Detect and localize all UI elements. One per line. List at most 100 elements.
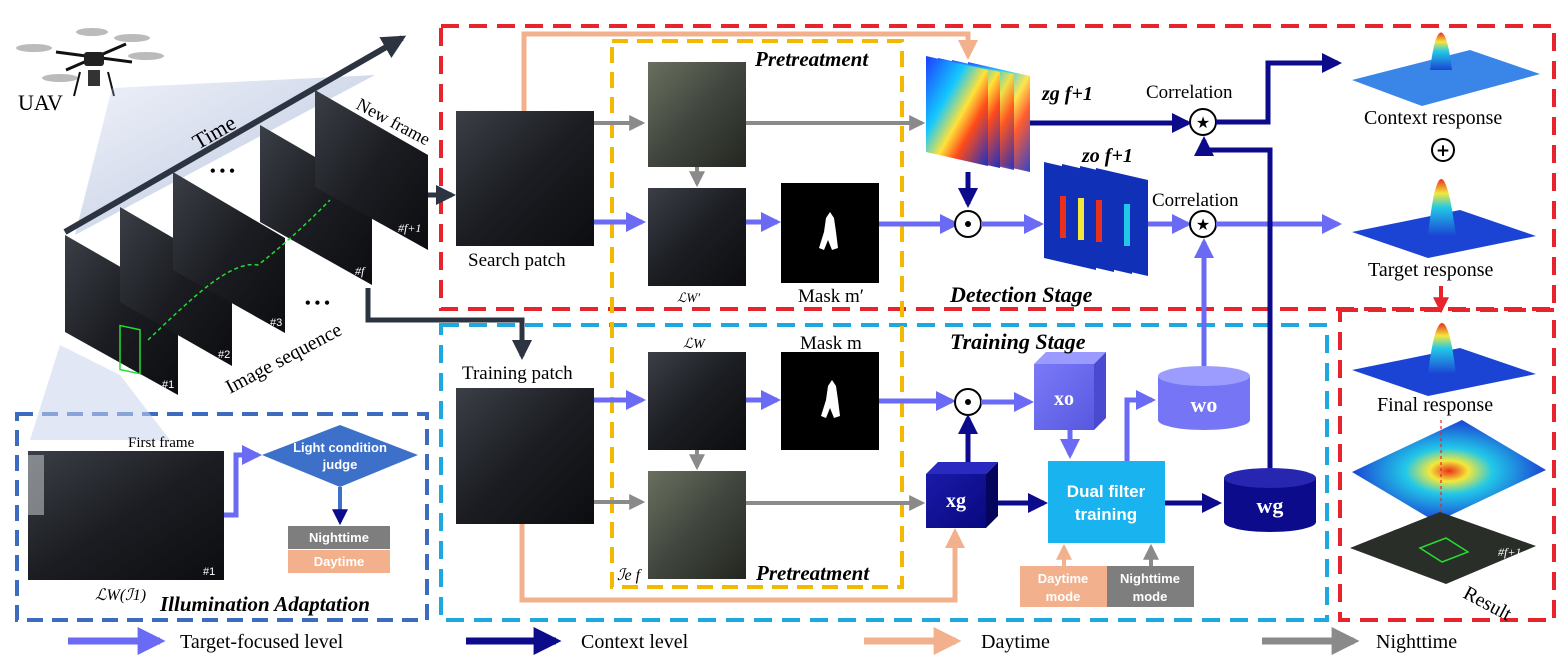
dual-filter-training-box [1048, 461, 1165, 543]
final-response-label: Final response [1377, 394, 1493, 416]
mask-label: Mask m [800, 333, 862, 354]
ellipsis-bottom: • • • [305, 295, 330, 312]
illumination-border [15, 412, 429, 622]
daytime-badge [288, 550, 390, 573]
frame-f1 [315, 90, 428, 250]
ie-image [648, 471, 746, 579]
daytime-mode-line2: mode [1046, 589, 1081, 604]
mask-silhouette [821, 380, 840, 418]
detection-stage-title: Detection Stage [949, 282, 1093, 307]
lw-prime-image [648, 188, 746, 286]
time-arrow [63, 35, 407, 235]
context-response-label: Context response [1364, 107, 1502, 129]
daytime-mode-line1: Daytime [1038, 571, 1089, 586]
wo-label: wo [1191, 392, 1218, 417]
legend-nighttime-label: Nighttime [1376, 631, 1457, 653]
training-stage-border [439, 323, 1329, 622]
mask-prime-silhouette [819, 212, 838, 250]
wo-cylinder [1158, 366, 1250, 430]
frame-f-to-training [365, 288, 532, 360]
wg-to-corr [1194, 136, 1273, 468]
judge-line2: judge [322, 457, 358, 472]
result-frame [1350, 512, 1536, 584]
frame-1 [65, 235, 178, 395]
xg-label: xg [946, 490, 966, 512]
nighttime-mode-box [1107, 566, 1194, 607]
corr-op-top-star: ★ [1196, 113, 1210, 132]
plus-op [1431, 138, 1455, 162]
training-day-path [519, 524, 965, 603]
zg-feature-stack [926, 56, 1030, 172]
zg-label: zg f+1 [1041, 83, 1093, 105]
frame-tag-f: #f [355, 264, 366, 278]
frame-tag-1: #1 [162, 379, 174, 391]
view-cone [75, 75, 375, 235]
ie-label: ℐe f [617, 567, 643, 584]
training-patch-label: Training patch [462, 363, 573, 384]
training-patch-image [456, 388, 594, 524]
nighttime-badge-label: Nighttime [309, 530, 369, 545]
training-stage-title: Training Stage [950, 329, 1086, 354]
first-frame-light [28, 455, 44, 515]
lw-prime-label: ℒW′ [677, 290, 700, 305]
search-day-path [521, 31, 978, 111]
mask-prime-label: Mask m′ [798, 286, 864, 307]
target-response-plot [1352, 179, 1536, 258]
correlation-top-label: Correlation [1146, 82, 1233, 103]
target-response-label: Target response [1368, 259, 1494, 281]
corr-op-bottom-star: ★ [1196, 215, 1210, 234]
frame-f [260, 125, 372, 285]
corr-top-to-context [1216, 53, 1342, 125]
legend-context-label: Context level [581, 631, 689, 653]
search-patch-image [456, 111, 594, 246]
lw-label: ℒW [683, 337, 706, 352]
dual-to-wo [1124, 390, 1156, 461]
detection-pretreatment-title: Pretreatment [754, 47, 869, 71]
zo-feature-stack [1044, 162, 1148, 276]
frame-tag-3: #3 [270, 317, 282, 329]
legend-target-label: Target-focused level [180, 631, 344, 653]
dual-filter-line1: Dual filter [1067, 482, 1146, 501]
zo-label: zo f+1 [1081, 145, 1133, 167]
illumination-formula: ℒW(ℐ1) [95, 587, 146, 604]
final-response-plot [1352, 323, 1536, 396]
result-tag: #f+1 [1498, 545, 1521, 559]
pretreatment-border [610, 39, 904, 589]
dual-filter-line2: training [1075, 505, 1137, 524]
frame-tag-2: #2 [218, 349, 230, 361]
track-trajectory [147, 199, 331, 341]
frame-3 [173, 172, 285, 333]
frame-2 [120, 207, 232, 366]
search-patch-label: Search patch [468, 250, 566, 271]
xo-label: xo [1054, 388, 1074, 410]
uav-icon [16, 28, 164, 97]
xg-cube [926, 462, 998, 528]
context-response-plot [1352, 32, 1540, 106]
daytime-badge-label: Daytime [314, 554, 365, 569]
nighttime-mode-line1: Nighttime [1120, 571, 1180, 586]
heatmap-plane [1352, 420, 1546, 556]
illumination-arrow [224, 445, 262, 518]
uav-label: UAV [18, 90, 63, 115]
view-cone-lower [30, 345, 170, 440]
judge-line1: Light condition [293, 440, 387, 455]
nighttime-mode-line2: mode [1133, 589, 1168, 604]
daytime-mode-box [1020, 566, 1107, 607]
legend-daytime-label: Daytime [981, 631, 1050, 653]
enhanced-search-image [648, 62, 746, 167]
result-border [1338, 308, 1556, 622]
frame-tag-f1: #f+1 [398, 221, 421, 235]
training-pretreatment-title: Pretreatment [755, 561, 870, 585]
first-frame-label: First frame [128, 435, 195, 451]
wg-cylinder [1224, 468, 1316, 532]
mult-op-training-dot [965, 399, 971, 405]
correlation-bottom-label: Correlation [1152, 190, 1239, 211]
lw-image [648, 352, 746, 450]
mult-op-detection-dot [965, 221, 971, 227]
first-frame-tag: #1 [203, 566, 215, 578]
illumination-title: Illumination Adaptation [159, 592, 370, 616]
wg-label: wg [1257, 493, 1284, 518]
light-condition-judge [262, 425, 418, 487]
first-frame-image [28, 451, 224, 580]
